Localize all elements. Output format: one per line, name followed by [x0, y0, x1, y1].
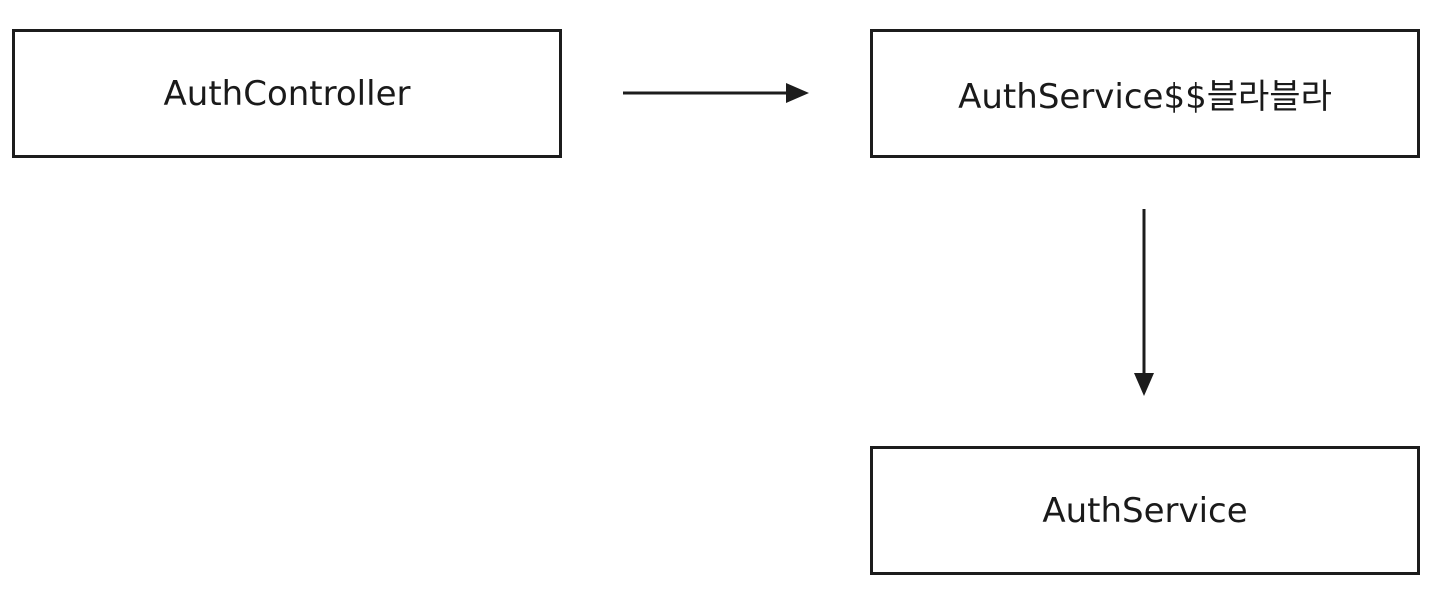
auth-service-box: AuthService	[870, 446, 1420, 575]
arrow-controller-to-proxy	[623, 83, 809, 103]
arrow-proxy-to-service	[1134, 209, 1154, 396]
auth-controller-box: AuthController	[12, 29, 562, 158]
auth-controller-label: AuthController	[163, 73, 411, 114]
auth-service-label: AuthService	[1042, 490, 1248, 531]
auth-service-proxy-label: AuthService$$블라블라	[958, 77, 1332, 117]
auth-service-proxy-box: AuthService$$블라블라	[870, 29, 1420, 158]
